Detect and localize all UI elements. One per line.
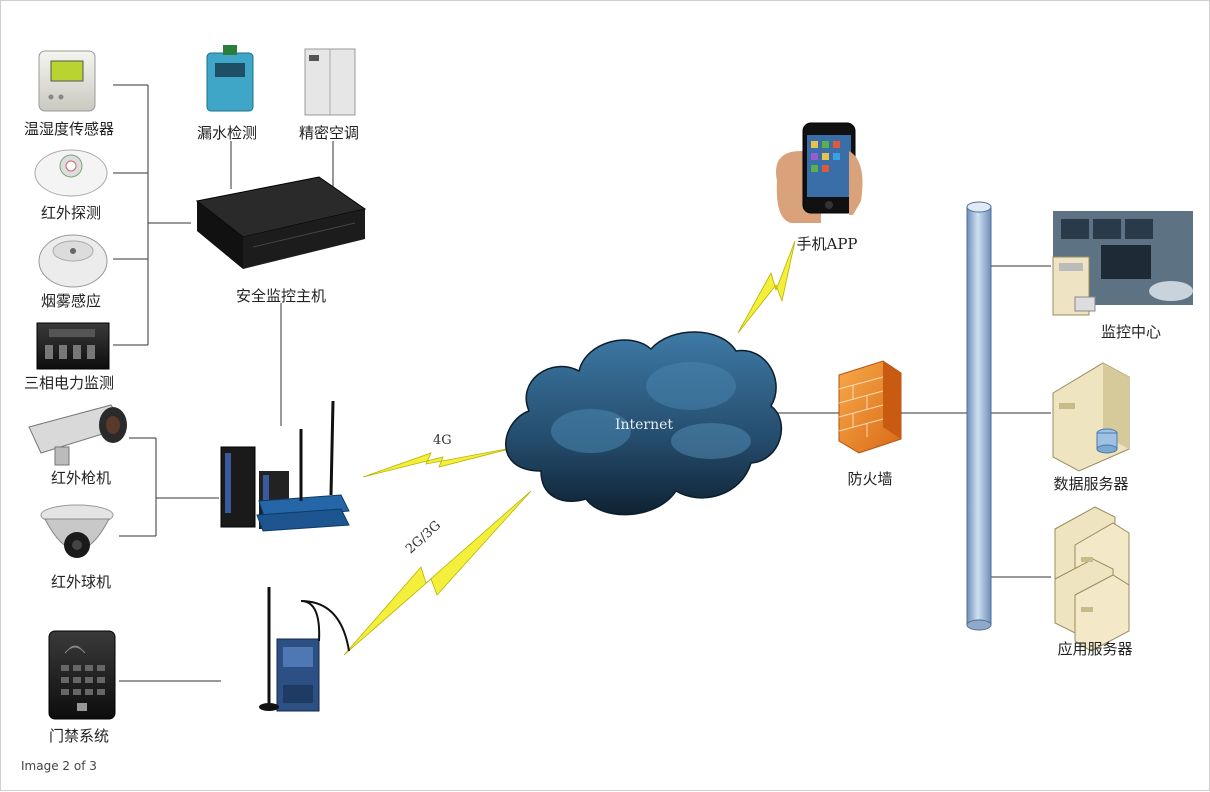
label-infrared-dome-cam: 红外球机 [50, 573, 112, 591]
wireless-links [343, 240, 796, 656]
label-precision-ac: 精密空调 [298, 124, 360, 142]
label-security-host: 安全监控主机 [235, 287, 327, 305]
mobile-phone-icon [776, 122, 863, 223]
label-mobile-app: 手机APP [796, 235, 858, 253]
label-monitor-center: 监控中心 [1100, 323, 1162, 341]
label-internet: Internet [614, 417, 674, 433]
label-infrared-detector: 红外探测 [40, 204, 102, 222]
three-phase-monitor-icon [36, 322, 110, 370]
image-caption: Image 2 of 3 [21, 759, 97, 773]
connector-lines [113, 84, 1051, 682]
label-temp-humidity-sensor: 温湿度传感器 [23, 120, 115, 138]
water-leak-detector-icon [206, 45, 254, 112]
access-control-keypad-icon [48, 630, 116, 720]
label-three-phase-monitor: 三相电力监测 [23, 374, 115, 392]
2g3g-router-icon [259, 587, 350, 712]
monitor-center-icon [1052, 211, 1193, 316]
infrared-detector-icon [34, 149, 108, 197]
data-server-icon [1052, 362, 1130, 472]
temp-humidity-sensor-icon [38, 50, 96, 112]
label-app-server: 应用服务器 [1057, 640, 1133, 658]
infrared-bullet-camera-icon [28, 404, 127, 466]
security-host-icon [195, 176, 367, 269]
label-smoke-sensor: 烟雾感应 [40, 292, 102, 310]
app-server-icon [1054, 506, 1130, 652]
firewall-icon [838, 360, 902, 454]
smoke-sensor-icon [38, 234, 108, 288]
infrared-dome-camera-icon [40, 504, 114, 558]
label-infrared-bullet-cam: 红外枪机 [50, 469, 112, 487]
bolt-2g3g [343, 490, 532, 656]
precision-ac-icon [304, 48, 356, 116]
network-bus-pipe [966, 201, 992, 631]
bolt-app [737, 240, 796, 334]
label-link-4g: 4G [433, 433, 452, 448]
label-access-control: 门禁系统 [48, 727, 110, 745]
label-water-leak: 漏水检测 [196, 124, 258, 142]
internet-cloud-icon [505, 331, 782, 516]
label-firewall: 防火墙 [847, 470, 893, 488]
label-data-server: 数据服务器 [1053, 475, 1129, 493]
bolt-4g [362, 446, 518, 478]
4g-router-icon [220, 400, 350, 532]
